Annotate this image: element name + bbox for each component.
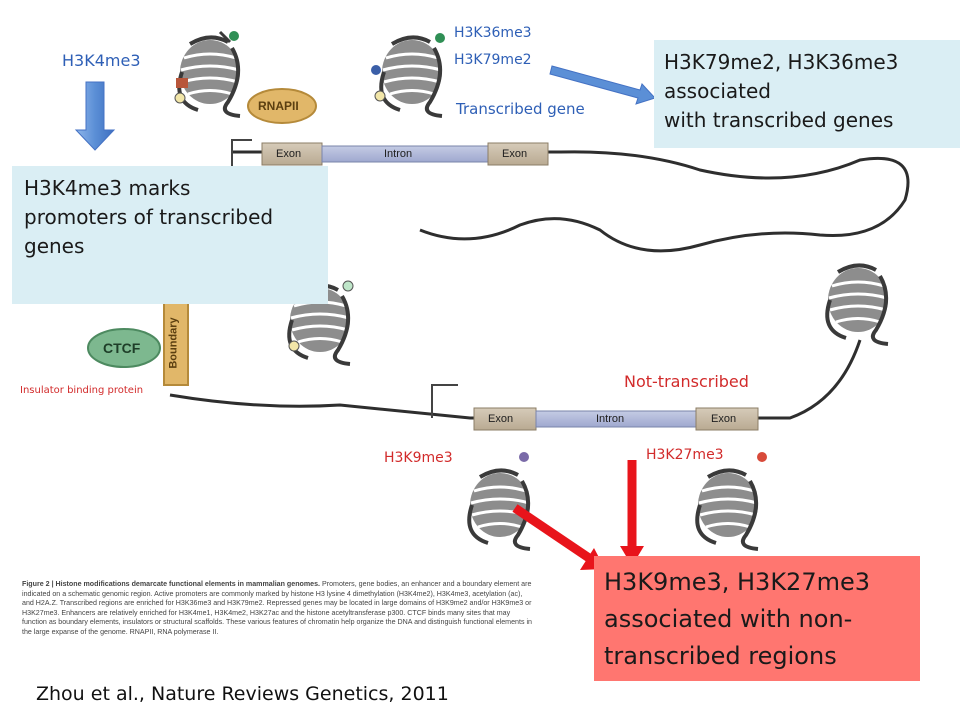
nucleosome-h3k9me3: [467, 452, 532, 551]
callout-promoters-line1: H3K4me3 marks: [24, 176, 191, 200]
figure-caption: Figure 2 | Histone modifications demarca…: [22, 580, 532, 638]
gene-bottom-exon2-label: Exon: [711, 413, 737, 425]
callout-promoters-line2: promoters of transcribed: [24, 205, 274, 229]
gene-top-exon1-label: Exon: [276, 148, 302, 160]
gene-top-exon2: [487, 142, 549, 166]
nucleosome-promoter-lower: [287, 280, 354, 366]
label-insulator: Insulator binding protein: [20, 385, 144, 396]
nucleosome-right: [825, 263, 890, 346]
ctcf-label: CTCF: [103, 340, 141, 356]
arrow-diag-h3k9me3: [512, 504, 595, 564]
arrow-to-transcribed-box: [549, 65, 656, 105]
nucleosome-h3k4me3: [174, 30, 242, 118]
callout-non-transcribed-line1: H3K9me3, H3K27me3: [604, 568, 871, 596]
label-h3k36me3: H3K36me3: [454, 25, 532, 41]
callout-transcribed-line1: H3K79me2, H3K36me3: [664, 50, 899, 74]
label-h3k4me3: H3K4me3: [62, 51, 141, 70]
gene-top-exon2-label: Exon: [502, 148, 528, 160]
tss-arrow-top: [231, 139, 252, 175]
gene-bottom-exon2: [695, 407, 759, 431]
dna-strand-upper: [232, 150, 910, 253]
citation: Zhou et al., Nature Reviews Genetics, 20…: [36, 683, 449, 705]
label-h3k9me3: H3K9me3: [384, 450, 453, 466]
label-h3k79me2: H3K79me2: [454, 52, 532, 68]
arrow-down-h3k4me3: [74, 81, 116, 151]
dna-strand-lower: [169, 339, 862, 420]
callout-transcribed-line2: associated: [664, 79, 771, 103]
callout-promoters: H3K4me3 marks promoters of transcribed g…: [12, 166, 328, 304]
gene-bottom-exon1-label: Exon: [488, 413, 514, 425]
boundary-label: Boundary: [167, 317, 180, 369]
rnapii-label: RNAPII: [258, 99, 299, 113]
caption-body: Promoters, gene bodies, an enhancer and …: [22, 580, 532, 636]
gene-bottom-intron-label: Intron: [596, 413, 625, 425]
label-not-transcribed: Not-transcribed: [624, 372, 749, 391]
callout-non-transcribed: H3K9me3, H3K27me3 associated with non- t…: [594, 556, 920, 681]
tss-arrow-bottom: [431, 384, 458, 418]
rnapii-shape: [247, 88, 317, 124]
caption-lead: Figure 2 | Histone modifications demarca…: [22, 580, 321, 588]
callout-transcribed-genes: H3K79me2, H3K36me3 associated with trans…: [654, 40, 960, 148]
callout-transcribed-line3: with transcribed genes: [664, 108, 894, 132]
label-transcribed-gene: Transcribed gene: [456, 100, 585, 118]
gene-top-intron-label: Intron: [384, 148, 413, 160]
callout-promoters-line3: genes: [24, 234, 85, 258]
label-h3k27me3: H3K27me3: [646, 447, 724, 463]
callout-non-transcribed-line2: associated with non-: [604, 605, 853, 633]
nucleosome-h3k36-h3k79: [371, 33, 445, 118]
nucleosome-h3k27me3: [695, 452, 767, 551]
ctcf-shape: [87, 328, 161, 368]
callout-non-transcribed-line3: transcribed regions: [604, 642, 837, 670]
